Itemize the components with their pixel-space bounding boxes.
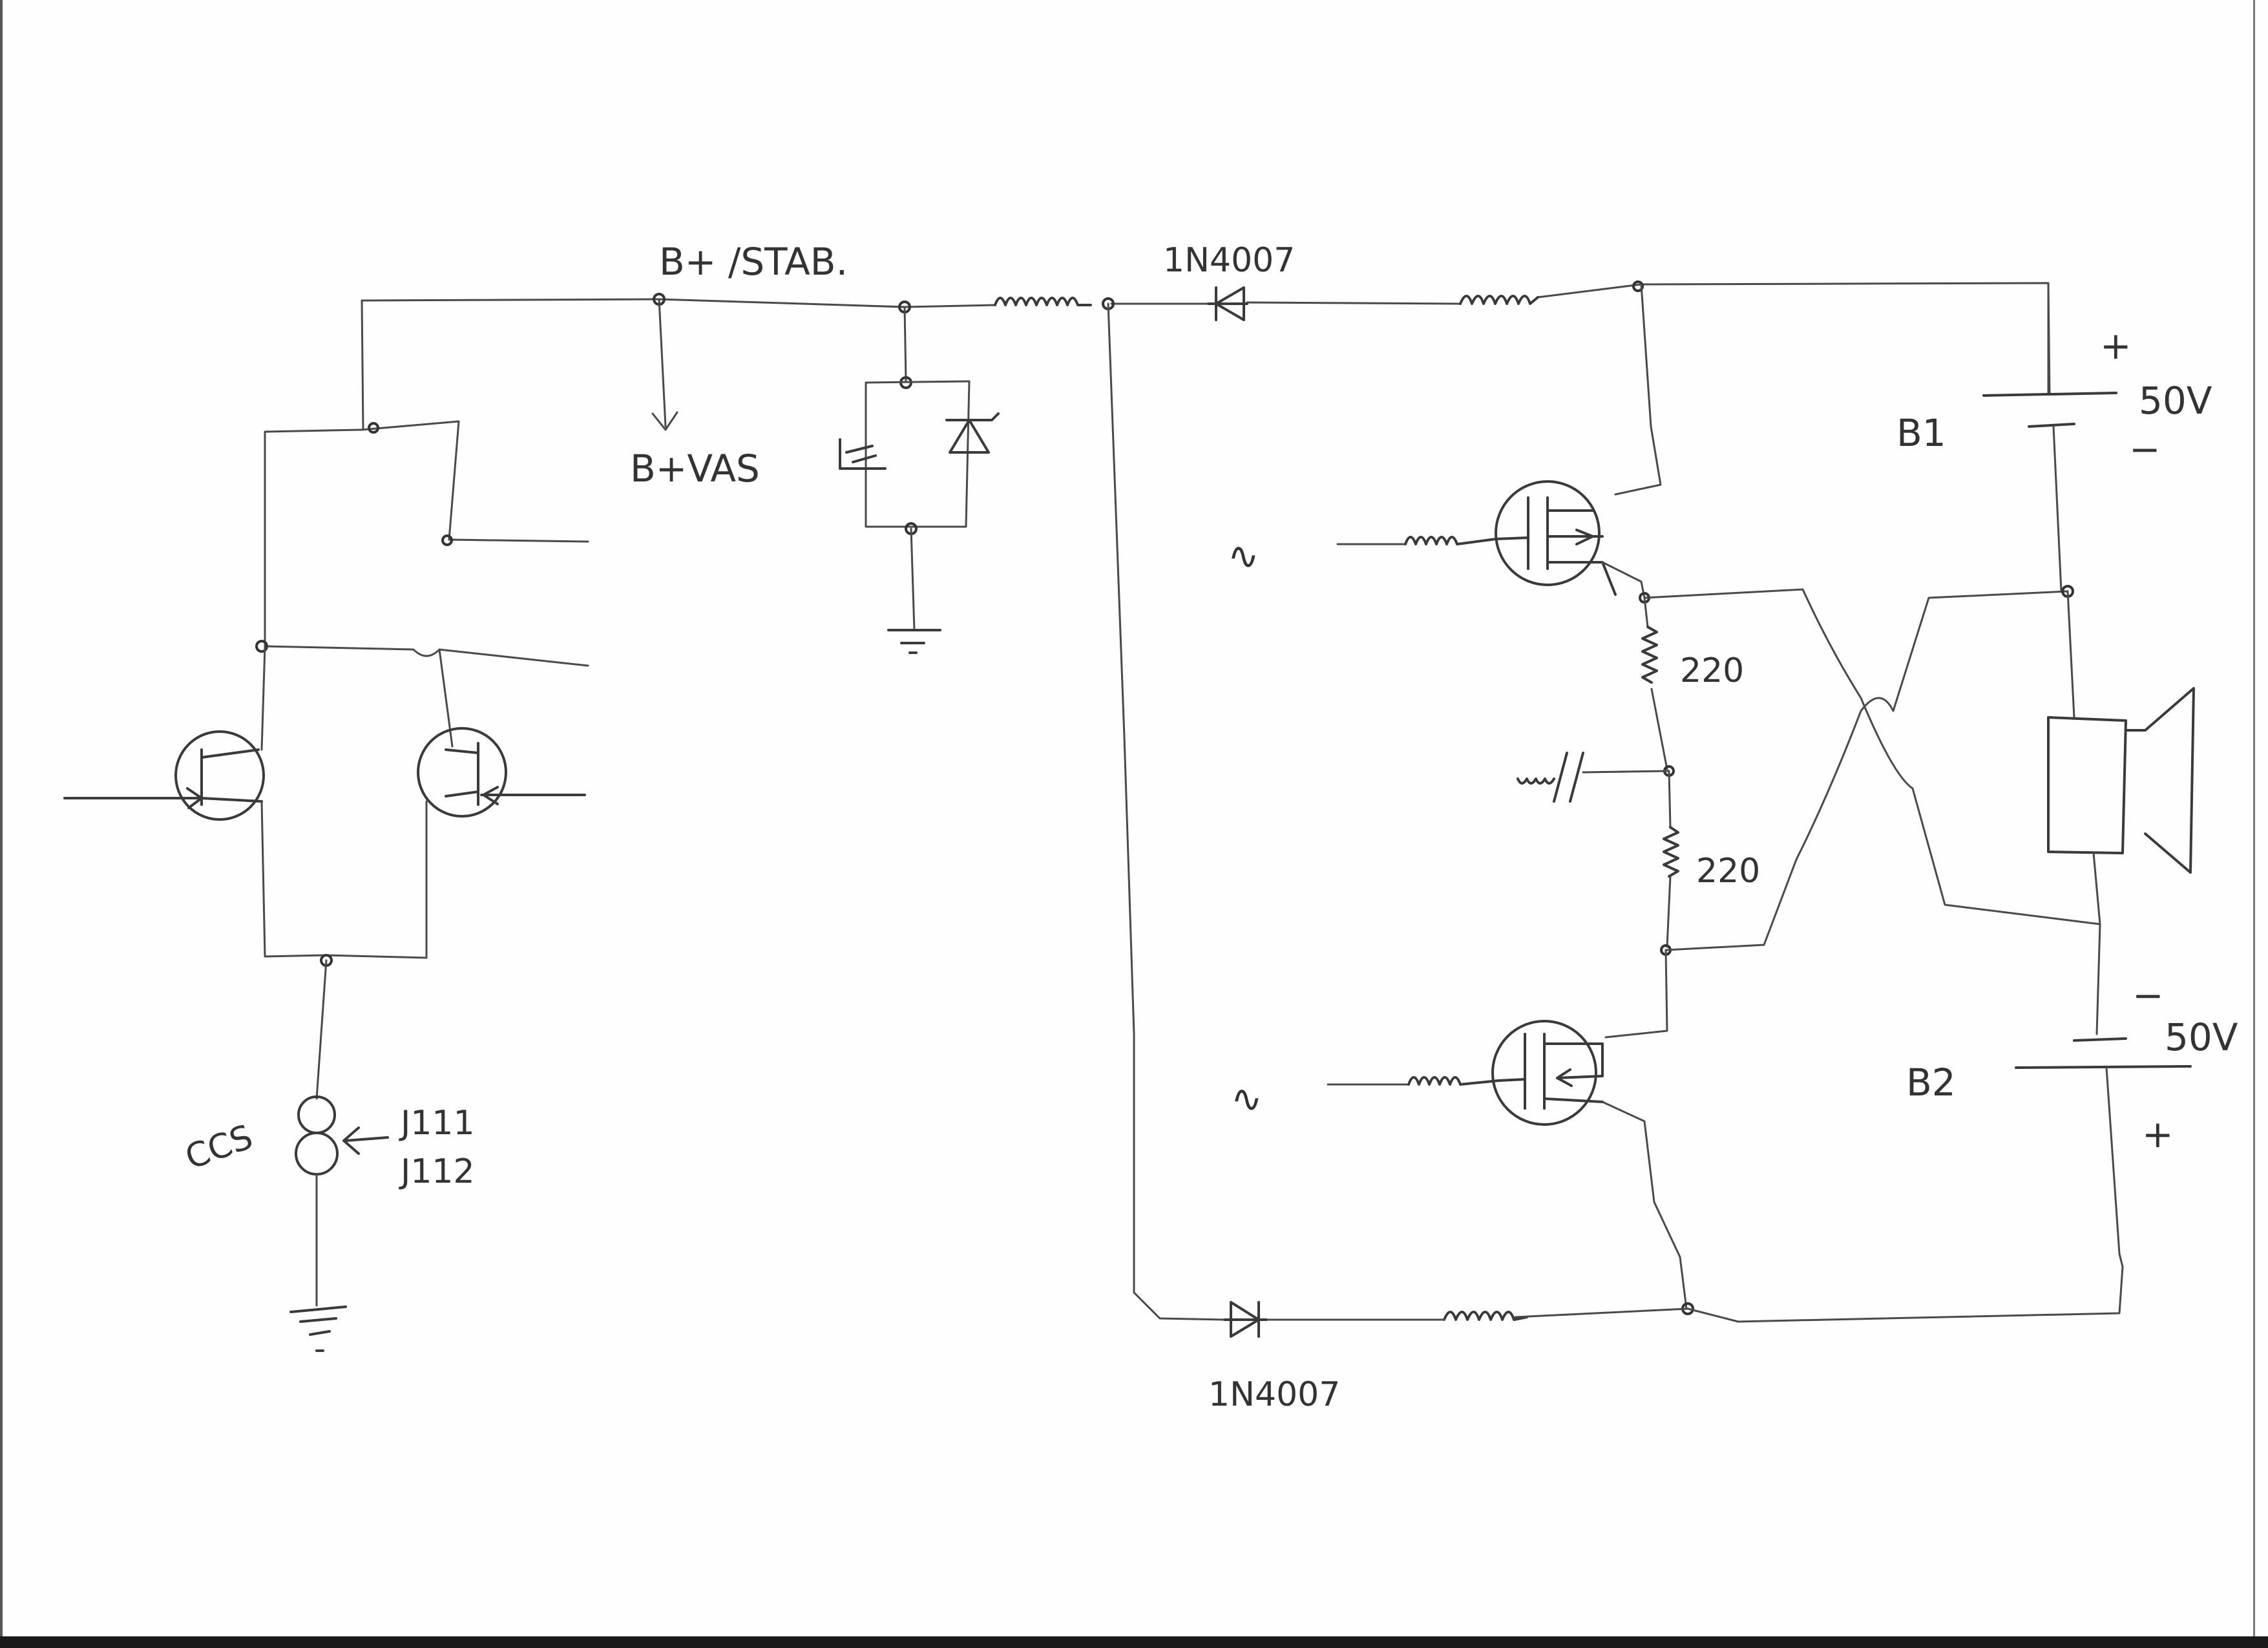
resistor-220-top [1641,626,1658,684]
output-stage [1265,283,2124,1323]
resistor-bias [1517,777,1555,785]
jfet-right-body [417,727,507,818]
label-b1-voltage: 50V [2139,379,2212,423]
label-b2-minus: − [2132,973,2164,1017]
scan-bottom-edge [0,1636,2268,1648]
label-b2-plus: + [2142,1112,2174,1156]
stabilizer-block [839,306,1000,654]
label-b1-plus: + [2100,324,2132,368]
scan-right-edge [2253,0,2255,1636]
jfet-left-body [174,730,265,821]
label-ccs: CCS [180,1117,258,1178]
scan-left-edge [0,0,3,1636]
mosfet-top-body [1495,480,1601,586]
diode-top [1207,286,1248,321]
b-plus-vas-arrow [651,298,678,431]
label-b2-voltage: 50V [2165,1015,2238,1059]
label-b1: B1 [1896,411,1946,455]
label-input-bottom: ∿ [1231,1077,1263,1121]
battery-b2 [2015,923,2192,1268]
input-stage [63,420,589,1352]
label-jfet-j112: J112 [399,1152,475,1191]
label-r-220-bottom: 220 [1696,852,1760,891]
label-b1-minus: − [2129,427,2161,471]
label-jfet-j111: J111 [399,1104,475,1143]
resistor-top-drain [1459,295,1539,305]
speaker [1911,590,2195,925]
battery-b1 [1982,282,2117,598]
label-b-plus-stab: B+ /STAB. [659,240,848,284]
junction-top-right [1632,280,1644,292]
label-diode-bottom: 1N4007 [1208,1375,1340,1414]
top-rail [361,282,2050,431]
label-input-top: ∿ [1228,534,1259,578]
ccs-upper [297,1095,336,1134]
mosfet-bottom-body [1491,1020,1597,1126]
diode-bottom [1223,1301,1268,1338]
ccs-lower [295,1132,339,1176]
label-b-plus-vas: B+VAS [630,447,760,491]
label-r-220-top: 220 [1680,651,1744,690]
resistor-220-bottom [1663,826,1679,878]
middle-bus [1107,302,1226,1321]
label-b2: B2 [1906,1061,1956,1104]
resistor-stab [994,297,1092,306]
label-diode-top: 1N4007 [1163,241,1295,280]
